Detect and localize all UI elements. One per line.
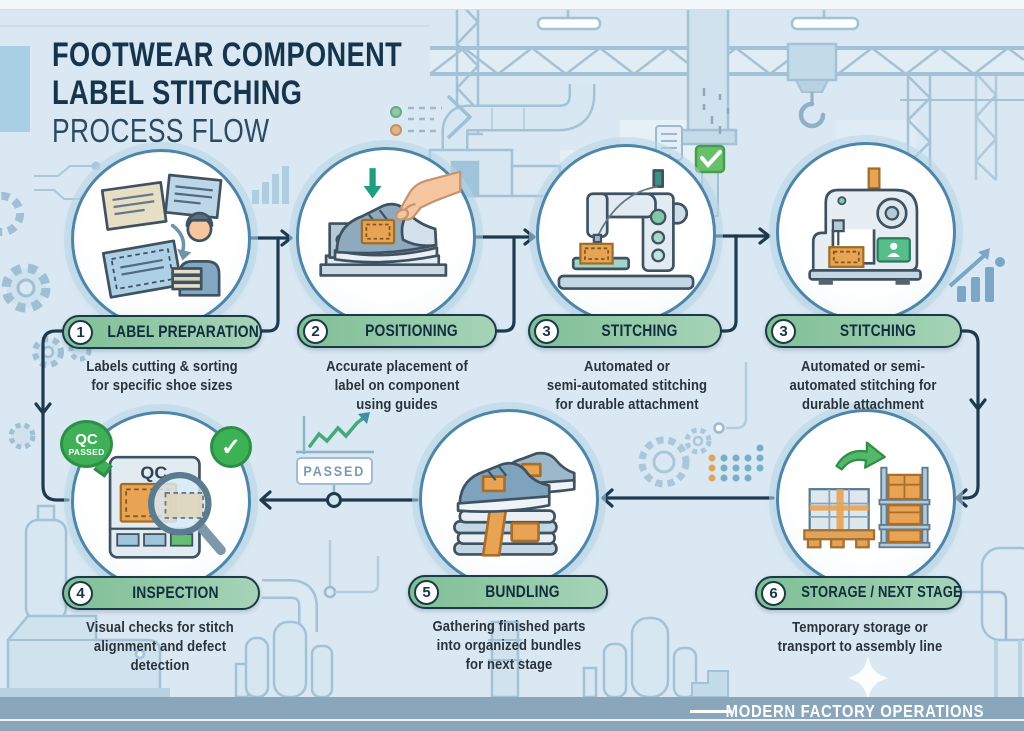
- sparkle-icon: [848, 656, 888, 700]
- pillar: [678, 0, 738, 217]
- title-line-2: LABEL STITCHING: [52, 74, 303, 112]
- passed-stamp: PASSED: [296, 457, 373, 485]
- step-pill-positioning: 2 POSITIONING: [297, 314, 497, 348]
- top-frame-line: [0, 25, 430, 27]
- step-pill-label-preparation: 1 LABEL PREPARATION: [62, 315, 262, 349]
- connector-dot: [326, 492, 342, 508]
- node-circle-positioning: [296, 147, 476, 327]
- duct-pipe: [441, 84, 596, 156]
- circuit-trace: [323, 362, 748, 599]
- title-accent-block: [0, 46, 30, 132]
- node-circle-stitching-b: [776, 142, 956, 322]
- step-description-inspection: Visual checks for stitch alignment and d…: [86, 619, 234, 674]
- step-number: 4: [68, 580, 93, 606]
- distillation-columns: [582, 616, 729, 699]
- step-label: INSPECTION: [132, 583, 219, 602]
- check-square-icon: [694, 144, 726, 174]
- step-label: STITCHING: [601, 321, 678, 340]
- circuit-chevron-icon: [390, 94, 472, 140]
- step-number: 6: [761, 580, 786, 606]
- stitching-machine-icon: [557, 169, 695, 290]
- footer-dash: [690, 710, 732, 713]
- gear-icon: [638, 427, 712, 488]
- step-number: 3: [534, 318, 559, 344]
- step-label: BUNDLING: [485, 582, 560, 601]
- step-number: 1: [68, 319, 93, 345]
- step-label: LABEL PREPARATION: [107, 322, 259, 341]
- hanging-light-icon: [536, 10, 860, 31]
- dash-decor: [702, 88, 730, 134]
- step-description-storage: Temporary storage or transport to assemb…: [777, 619, 943, 655]
- step-label: STITCHING: [839, 321, 917, 340]
- check-circle-icon: ✓: [210, 426, 252, 468]
- crane-hook-icon: [786, 42, 838, 129]
- node-circle-bundling: [419, 409, 599, 589]
- machine-silhouette: [962, 546, 1024, 697]
- growth-chart-icon: [948, 248, 1005, 302]
- bundling-icon: [453, 451, 576, 557]
- inspection-icon: QC: [108, 455, 226, 559]
- pipe-decor: [262, 579, 318, 632]
- footer-caption: MODERN FACTORY OPERATIONS: [725, 701, 984, 721]
- storage-icon: [803, 441, 931, 549]
- label-preparation-icon: [100, 173, 223, 299]
- step-pill-storage: 6 STORAGE / NEXT STAGE: [755, 576, 962, 610]
- top-frame: [0, 0, 1024, 10]
- step-description-label-preparation: Labels cutting & sorting for specific sh…: [86, 358, 238, 394]
- qc-passed-badge: QC PASSED: [60, 420, 113, 468]
- step-label: STORAGE / NEXT STAGE: [801, 584, 962, 601]
- footer-bar: [0, 697, 1024, 731]
- bar-chart-icon: [252, 166, 289, 204]
- step-pill-stitching-a: 3 STITCHING: [528, 314, 722, 348]
- step-pill-stitching-b: 3 STITCHING: [765, 314, 962, 348]
- title-line-1: FOOTWEAR COMPONENT: [52, 36, 403, 74]
- machine-silhouette: [0, 614, 170, 699]
- step-label: POSITIONING: [365, 321, 458, 340]
- distillation-columns: [234, 620, 334, 699]
- node-circle-label-preparation: [71, 149, 251, 329]
- dot-grid-decor: [708, 444, 764, 482]
- step-description-bundling: Gathering finished parts into organized …: [432, 618, 586, 673]
- step-number: 3: [771, 318, 796, 344]
- step-number: 2: [303, 318, 328, 344]
- title-line-3: PROCESS FLOW: [52, 112, 270, 149]
- node-circle-stitching-a: [536, 144, 716, 324]
- node-circle-storage: [776, 409, 956, 589]
- step-number: 5: [414, 579, 439, 605]
- step-description-stitching-b: Automated or semi- automated stitching f…: [789, 358, 937, 413]
- step-pill-bundling: 5 BUNDLING: [408, 575, 608, 609]
- qc-device-label: QC: [140, 463, 167, 483]
- page-title: FOOTWEAR COMPONENT LABEL STITCHING PROCE…: [52, 36, 402, 150]
- step-description-positioning: Accurate placement of label on component…: [326, 358, 468, 413]
- positioning-icon: [319, 168, 462, 277]
- stitching-machine-icon: [808, 167, 922, 285]
- step-pill-inspection: 4 INSPECTION: [62, 576, 260, 610]
- step-description-stitching-a: Automated or semi-automated stitching fo…: [546, 358, 708, 413]
- footer-divider: [0, 719, 1024, 721]
